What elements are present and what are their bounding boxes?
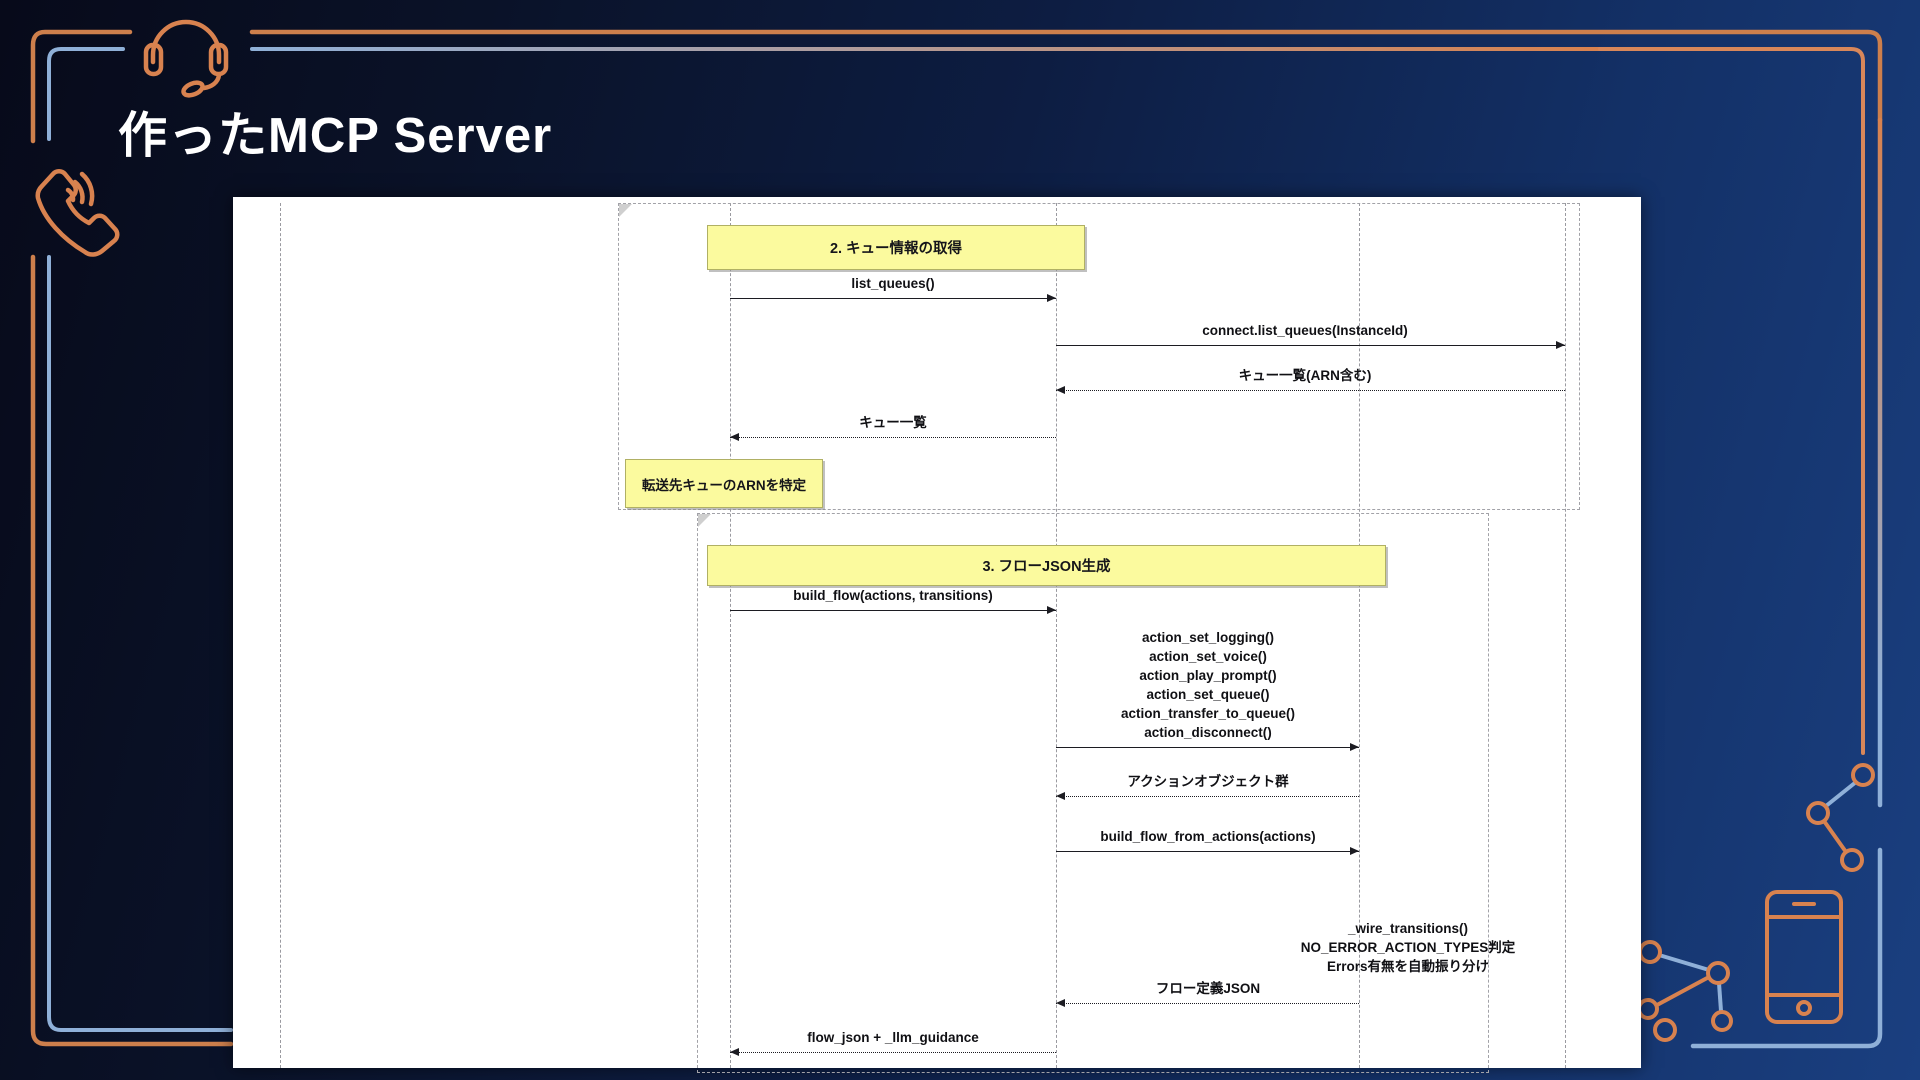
msg-action-stack-label: action_disconnect() [1144,725,1272,740]
msg-build-flow-arrowhead [1047,606,1056,614]
frame-step3 [697,513,1489,1073]
msg-queue-list-arn-label: キュー一覧(ARN含む) [1238,368,1372,383]
msg-build-flow-from-actions-label: build_flow_from_actions(actions) [1100,829,1316,844]
msg-wire-transitions-label: Errors有無を自動振り分け [1326,959,1490,974]
msg-flow-json-guidance-label: flow_json + _llm_guidance [807,1030,979,1045]
note-arn: 転送先キューのARNを特定 [625,459,823,508]
banner-step2: 2. キュー情報の取得 [707,225,1085,270]
lifeline-server [1056,203,1057,1068]
msg-action-stack-label: action_set_voice() [1149,649,1267,664]
msg-flow-definition-json-label: フロー定義JSON [1155,981,1261,996]
msg-build-flow-from-actions-arrowhead [1350,847,1359,855]
banner-step3: 3. フローJSON生成 [707,545,1386,586]
msg-connect-list-queues-arrowhead [1556,341,1565,349]
msg-action-stack-label: action_set_logging() [1141,630,1275,645]
msg-action-objects-line [1056,796,1359,797]
msg-flow-json-guidance-line [730,1052,1056,1053]
msg-action-objects-arrowhead [1056,792,1065,800]
outer-frame-lines [30,29,1883,1049]
frame-step2 [618,203,1580,510]
diagram-panel [233,197,1641,1068]
msg-flow-json-guidance-arrowhead [730,1048,739,1056]
msg-list-queues-label: list_queues() [851,276,935,291]
msg-build-flow-line [730,610,1056,611]
lifeline-builder [1359,203,1360,1068]
msg-action-stack-arrowhead [1350,743,1359,751]
headset-icon [143,19,229,98]
network-nodes-icon [1806,763,1875,872]
msg-queue-list-arrowhead [730,433,739,441]
frame-step3-corner-notch [698,514,711,527]
lifeline-mcp [730,203,731,1068]
phone-call-icon [35,169,120,257]
lifeline-left [280,203,281,1068]
msg-action-stack-line [1056,747,1359,748]
msg-wire-transitions-label: _wire_transitions() [1347,921,1469,936]
inner-frame-lines [47,47,1865,1032]
msg-flow-definition-json-line [1056,1003,1359,1004]
msg-build-flow-label: build_flow(actions, transitions) [793,588,993,603]
msg-queue-list-arn-arrowhead [1056,386,1065,394]
msg-list-queues-arrowhead [1047,294,1056,302]
msg-build-flow-from-actions-line [1056,851,1359,852]
msg-action-stack-label: action_set_queue() [1146,687,1270,702]
network-nodes-bottom-icon [1637,940,1733,1042]
msg-action-stack-label: action_transfer_to_queue() [1120,706,1296,721]
msg-queue-list-label: キュー一覧 [859,415,927,430]
msg-connect-list-queues-line [1056,345,1565,346]
msg-connect-list-queues-label: connect.list_queues(InstanceId) [1202,323,1408,338]
msg-queue-list-line [730,437,1056,438]
slide-title: 作ったMCP Server [118,109,553,163]
msg-action-stack-label: action_play_prompt() [1139,668,1277,683]
frame-step2-corner-notch [619,204,632,217]
smartphone-icon [1765,890,1843,1024]
msg-list-queues-line [730,298,1056,299]
msg-queue-list-arn-line [1056,390,1565,391]
msg-flow-definition-json-arrowhead [1056,999,1065,1007]
lifeline-connect [1565,203,1566,1068]
msg-wire-transitions-label: NO_ERROR_ACTION_TYPES判定 [1300,940,1516,955]
msg-action-objects-label: アクションオブジェクト群 [1127,774,1289,789]
